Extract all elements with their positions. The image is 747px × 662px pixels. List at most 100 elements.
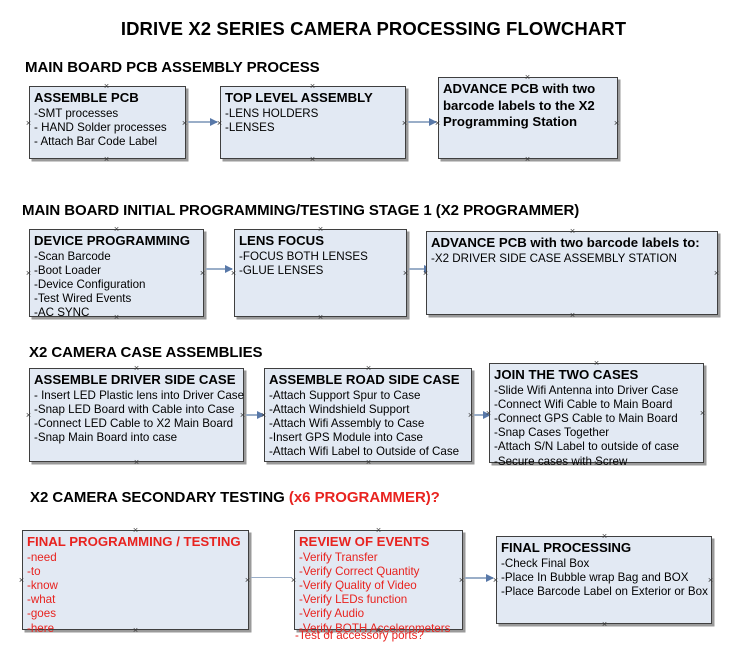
box-assemble-pcb[interactable]: ASSEMBLE PCB -SMT processes - HAND Solde… bbox=[29, 86, 186, 159]
section-header-x2-camera-secondary-testing: X2 CAMERA SECONDARY TESTING (x6 PROGRAMM… bbox=[30, 489, 440, 506]
connection-handle-left[interactable] bbox=[422, 270, 429, 277]
connection-handle-top[interactable] bbox=[309, 83, 316, 90]
box-review-of-events[interactable]: REVIEW OF EVENTS -Verify Transfer -Verif… bbox=[294, 527, 465, 642]
box-title: JOIN THE TWO CASES bbox=[494, 367, 639, 382]
connection-handle-right[interactable] bbox=[402, 270, 409, 277]
box-line: -Place In Bubble wrap Bag and BOX bbox=[501, 570, 689, 584]
connection-handle-bottom[interactable] bbox=[569, 312, 576, 319]
box-line: -Verify Quality of Video bbox=[299, 578, 417, 592]
connection-handle-left[interactable] bbox=[25, 120, 32, 127]
box-line: -Snap Cases Together bbox=[494, 426, 610, 440]
connection-handle-right[interactable] bbox=[401, 120, 408, 127]
connection-handle-right[interactable] bbox=[199, 270, 206, 277]
box-line: -Slide Wifi Antenna into Driver Case bbox=[494, 383, 679, 397]
connection-handle-bottom[interactable] bbox=[132, 627, 139, 634]
connection-handle-right[interactable] bbox=[699, 410, 706, 417]
box-title: TOP LEVEL ASSEMBLY bbox=[225, 90, 373, 105]
box-final-programming-testing[interactable]: FINAL PROGRAMMING / TESTING -need -to -k… bbox=[22, 527, 251, 635]
box-top-level-assembly[interactable]: TOP LEVEL ASSEMBLY -LENS HOLDERS -LENSES bbox=[220, 86, 406, 159]
box-advance-pcb-to-x2-programming-station[interactable]: ADVANCE PCB with two barcode labels to t… bbox=[438, 77, 618, 159]
box-line: -Snap LED Board with Cable into Case bbox=[34, 402, 235, 416]
section-header-main-board-pcb-assembly: MAIN BOARD PCB ASSEMBLY PROCESS bbox=[25, 59, 320, 76]
box-device-programming[interactable]: DEVICE PROGRAMMING -Scan Barcode -Boot L… bbox=[29, 226, 206, 320]
connection-handle-bottom[interactable] bbox=[103, 156, 110, 163]
connection-handle-bottom[interactable] bbox=[317, 314, 324, 321]
connection-handle-bottom[interactable] bbox=[365, 459, 372, 466]
box-line: -Scan Barcode bbox=[34, 249, 111, 263]
box-line: -Boot Loader bbox=[34, 263, 102, 277]
connection-handle-left[interactable] bbox=[290, 577, 297, 584]
connection-handle-bottom[interactable] bbox=[593, 460, 600, 467]
box-assemble-driver-side-case[interactable]: ASSEMBLE DRIVER SIDE CASE - Insert LED P… bbox=[29, 368, 244, 462]
connection-handle-bottom[interactable] bbox=[524, 156, 531, 163]
box-line: -AC SYNC bbox=[34, 306, 90, 320]
box-lens-focus[interactable]: LENS FOCUS -FOCUS BOTH LENSES -GLUE LENS… bbox=[234, 229, 407, 317]
connection-handle-top[interactable] bbox=[103, 83, 110, 90]
box-line: -Check Final Box bbox=[501, 556, 590, 570]
box-final-processing[interactable]: FINAL PROCESSING -Check Final Box -Place… bbox=[496, 536, 712, 624]
connection-handle-top[interactable] bbox=[133, 365, 140, 372]
connection-handle-top[interactable] bbox=[317, 226, 324, 233]
box-assemble-road-side-case[interactable]: ASSEMBLE ROAD SIDE CASE -Attach Support … bbox=[264, 368, 472, 462]
box-title: FINAL PROCESSING bbox=[501, 540, 632, 555]
box-line: -Attach S/N Label to outside of case bbox=[494, 440, 679, 454]
connection-handle-right[interactable] bbox=[613, 120, 620, 127]
connection-handle-right[interactable] bbox=[458, 577, 465, 584]
box-line: -Verify Audio bbox=[299, 607, 365, 621]
arrow-review-of-events-to-final-processing bbox=[465, 573, 494, 582]
connection-handle-top[interactable] bbox=[365, 365, 372, 372]
box-line: -Attach Windshield Support bbox=[269, 402, 410, 416]
arrow-device-programming-to-lens-focus bbox=[206, 264, 233, 273]
connection-handle-right[interactable] bbox=[707, 577, 714, 584]
connection-handle-left[interactable] bbox=[492, 577, 499, 584]
connection-handle-bottom[interactable] bbox=[375, 627, 382, 634]
box-title: ASSEMBLE DRIVER SIDE CASE bbox=[34, 372, 236, 387]
box-line: -Verify Transfer bbox=[299, 550, 378, 564]
box-line: -goes bbox=[27, 607, 57, 621]
box-title: FINAL PROGRAMMING / TESTING bbox=[27, 534, 241, 549]
box-line: -LENSES bbox=[225, 120, 275, 134]
connection-handle-bottom[interactable] bbox=[133, 459, 140, 466]
box-line: -Connect Wifi Cable to Main Board bbox=[494, 397, 673, 411]
connection-handle-bottom[interactable] bbox=[601, 621, 608, 628]
connection-handle-left[interactable] bbox=[25, 412, 32, 419]
box-line: -to bbox=[27, 564, 41, 578]
arrow-top-level-assembly-to-advance-pcb bbox=[408, 117, 437, 126]
connection-handle-left[interactable] bbox=[25, 270, 32, 277]
connection-handle-bottom[interactable] bbox=[309, 156, 316, 163]
box-line: -FOCUS BOTH LENSES bbox=[239, 249, 368, 263]
box-line: -what bbox=[27, 593, 56, 607]
connection-handle-top[interactable] bbox=[601, 533, 608, 540]
connection-handle-right[interactable] bbox=[181, 120, 188, 127]
box-line-overflow: -Test of accessory ports? bbox=[295, 629, 424, 642]
connection-handle-top[interactable] bbox=[593, 360, 600, 367]
connection-handle-top[interactable] bbox=[113, 226, 120, 233]
box-advance-pcb-to-driver-side-case-assembly[interactable]: ADVANCE PCB with two barcode labels to: … bbox=[426, 231, 718, 315]
connection-handle-right[interactable] bbox=[467, 412, 474, 419]
box-line: -Connect LED Cable to X2 Main Board bbox=[34, 416, 234, 430]
connection-handle-left[interactable] bbox=[485, 410, 492, 417]
connection-handle-left[interactable] bbox=[216, 120, 223, 127]
connection-handle-top[interactable] bbox=[569, 228, 576, 235]
connection-handle-left[interactable] bbox=[260, 412, 267, 419]
connection-handle-top[interactable] bbox=[132, 527, 139, 534]
box-join-the-two-cases[interactable]: JOIN THE TWO CASES -Slide Wifi Antenna i… bbox=[489, 360, 706, 468]
connection-handle-right[interactable] bbox=[244, 577, 251, 584]
connection-handle-left[interactable] bbox=[434, 120, 441, 127]
connection-handle-left[interactable] bbox=[230, 270, 237, 277]
box-line: -X2 DRIVER SIDE CASE ASSEMBLY STATION bbox=[431, 251, 677, 265]
box-line: -here bbox=[27, 621, 55, 635]
box-line: -GLUE LENSES bbox=[239, 263, 324, 277]
connection-handle-right[interactable] bbox=[713, 270, 720, 277]
connection-handle-right[interactable] bbox=[239, 412, 246, 419]
connection-handle-left[interactable] bbox=[18, 577, 25, 584]
box-line: - HAND Solder processes bbox=[34, 120, 167, 134]
connection-handle-top[interactable] bbox=[375, 527, 382, 534]
connection-handle-bottom[interactable] bbox=[113, 314, 120, 321]
section-header-main-board-initial-programming: MAIN BOARD INITIAL PROGRAMMING/TESTING S… bbox=[22, 202, 580, 219]
box-line: -Attach Wifi Label to Outside of Case bbox=[269, 445, 460, 459]
connection-handle-top[interactable] bbox=[524, 74, 531, 81]
box-line: -Attach Wifi Assembly to Case bbox=[269, 416, 425, 430]
box-line: -Verify Correct Quantity bbox=[299, 564, 420, 578]
